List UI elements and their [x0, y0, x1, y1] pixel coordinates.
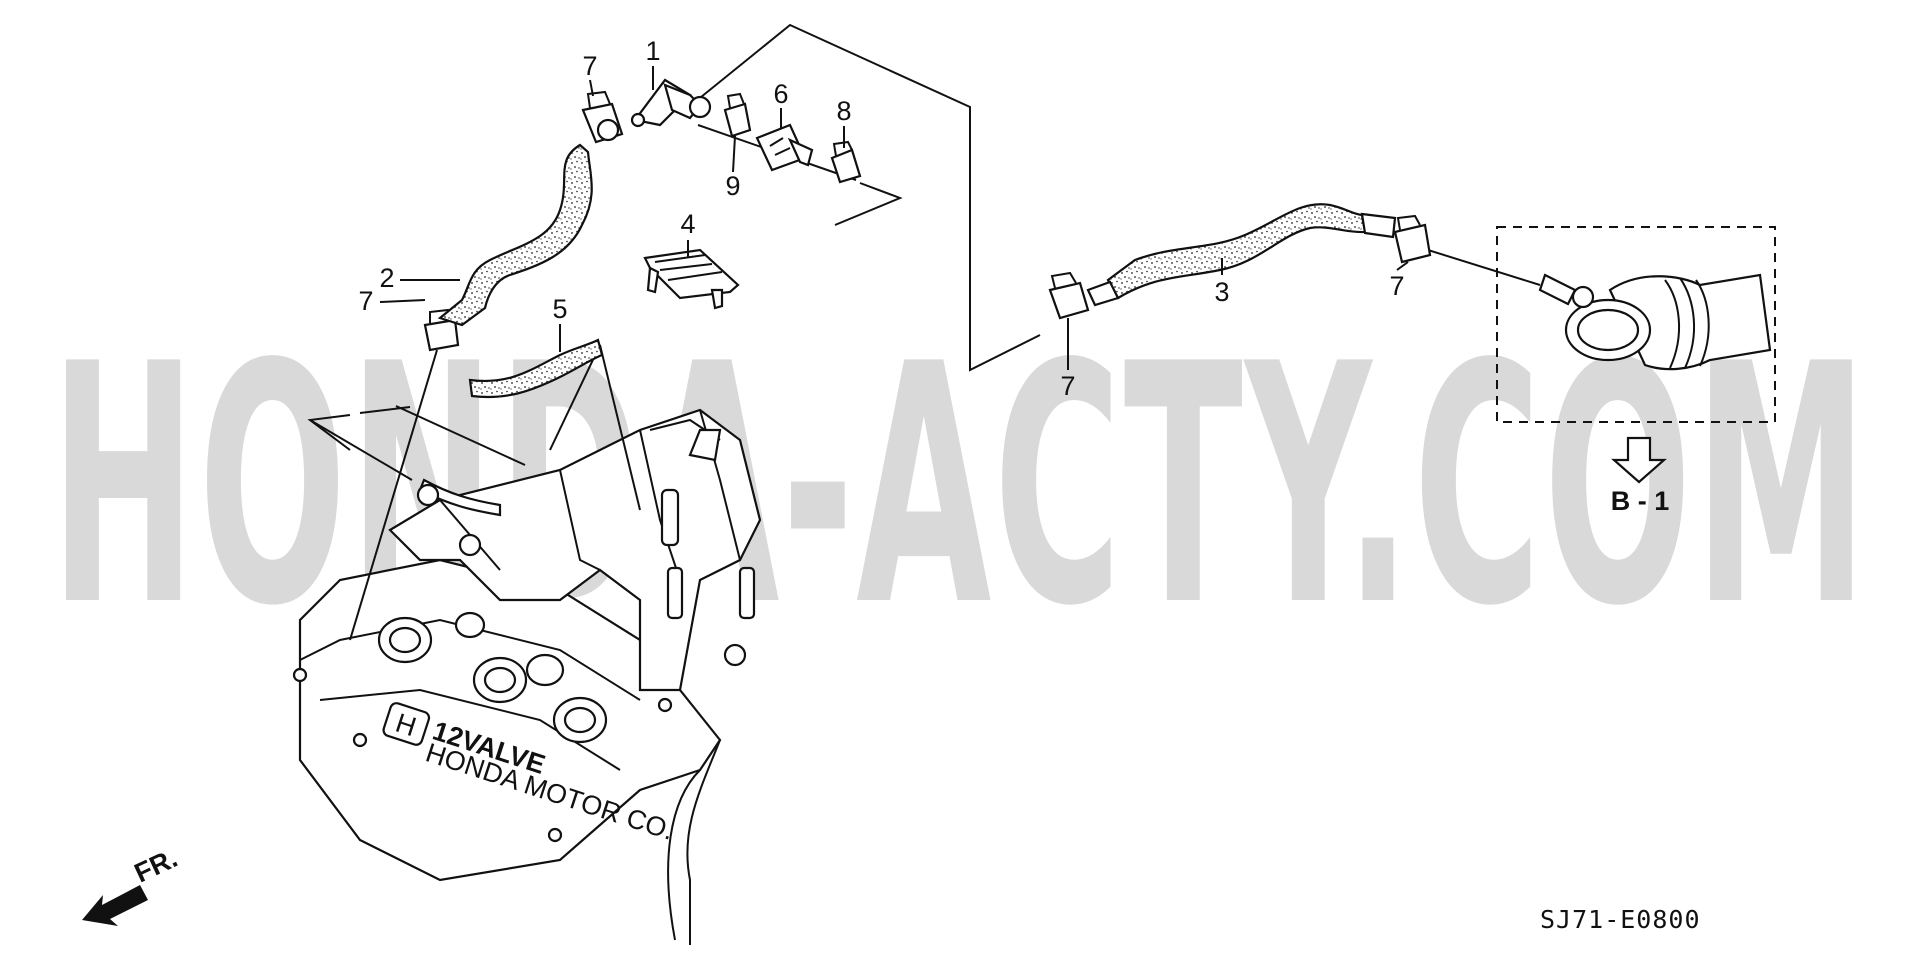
- callout-2: 2: [379, 263, 394, 293]
- part-7-clamp-top: [581, 90, 624, 144]
- diagram-code: SJ71-E0800: [1540, 905, 1701, 934]
- callout-7-right: 7: [1389, 271, 1404, 301]
- part-6-valve: [755, 123, 814, 172]
- callout-5: 5: [552, 294, 567, 324]
- part-5-hose: [468, 338, 604, 399]
- callout-7-top: 7: [582, 51, 597, 81]
- part-2-hose: [437, 143, 593, 327]
- engine-assembly: H 12VALVE HONDA MOTOR CO.: [292, 408, 762, 945]
- plug-hole-4: [525, 653, 565, 687]
- callout-9: 9: [725, 171, 740, 201]
- front-label: FR.: [130, 843, 182, 889]
- part-7-clamp-right: [1393, 214, 1432, 264]
- part-7-clamp-left: [423, 308, 460, 352]
- reference-arrow: [1611, 436, 1667, 484]
- callout-8: 8: [836, 96, 851, 126]
- callout-numbers: 1 7 6 8 9 4 2 5 7 3 7 7: [358, 36, 1409, 401]
- callout-4: 4: [680, 209, 695, 239]
- callout-7-left: 7: [358, 286, 373, 316]
- callout-6: 6: [773, 79, 788, 109]
- reference-label: B - 1: [1611, 486, 1670, 516]
- front-arrow-icon: [82, 885, 148, 926]
- part-3-hose: [1106, 203, 1367, 300]
- reference-box: [1496, 226, 1776, 423]
- part-7-clamp-mid: [1048, 271, 1090, 320]
- part-9-clamp: [723, 92, 752, 138]
- callout-7-mid: 7: [1060, 371, 1075, 401]
- intake-manifold: [388, 408, 762, 692]
- part-4-bracket: [643, 248, 740, 310]
- part-1-joint: [630, 78, 712, 128]
- part-8-clamp: [830, 140, 862, 184]
- callout-1: 1: [645, 36, 660, 66]
- air-intake-duct: [1538, 273, 1772, 371]
- callout-3: 3: [1214, 277, 1229, 307]
